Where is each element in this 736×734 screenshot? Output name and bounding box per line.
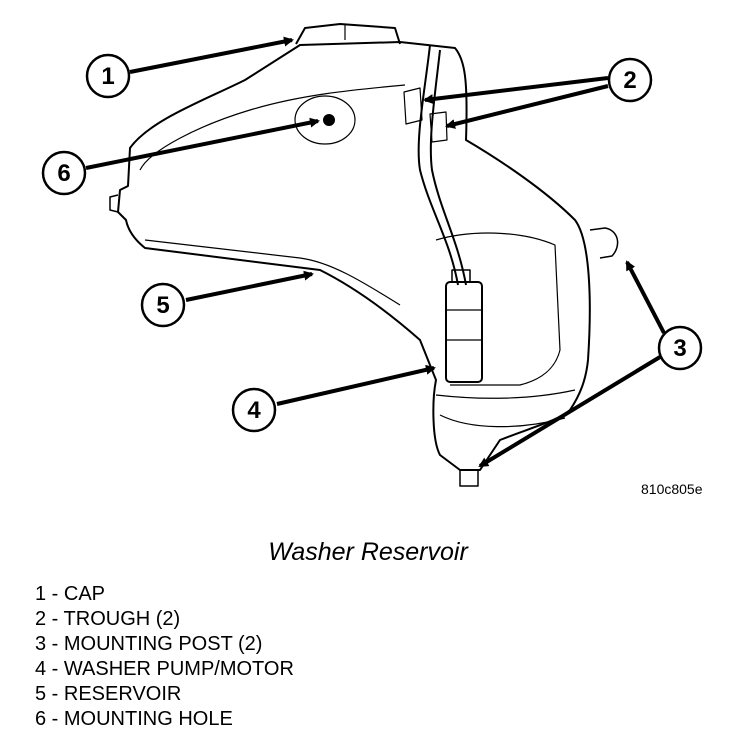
callout-1: 1 bbox=[85, 53, 131, 99]
callout-3: 3 bbox=[657, 325, 703, 371]
legend-item-mounting-hole: 6 - MOUNTING HOLE bbox=[35, 708, 233, 730]
diagram-caption: Washer Reservoir bbox=[268, 538, 468, 566]
callout-2-label: 2 bbox=[623, 67, 636, 94]
leader-line-3b bbox=[478, 355, 662, 468]
leader-line-3a bbox=[625, 260, 666, 334]
callout-4: 4 bbox=[231, 387, 277, 433]
legend-list: 1 - CAP 2 - TROUGH (2) 3 - MOUNTING POST… bbox=[35, 582, 294, 732]
leader-line-1 bbox=[129, 36, 294, 74]
callout-3-label: 3 bbox=[673, 335, 686, 362]
leader-line-5 bbox=[185, 270, 314, 302]
washer-reservoir-diagram: 1 2 3 4 5 6 bbox=[41, 23, 703, 487]
leader-line-6 bbox=[85, 117, 320, 170]
callout-2: 2 bbox=[607, 57, 653, 103]
leader-line-4 bbox=[276, 364, 436, 406]
leader-line-2a bbox=[423, 76, 609, 105]
leader-lines bbox=[85, 36, 666, 468]
callout-6: 6 bbox=[41, 150, 87, 196]
legend-item-cap: 1 - CAP bbox=[35, 583, 106, 605]
callout-5-label: 5 bbox=[156, 292, 169, 319]
callout-5: 5 bbox=[140, 282, 186, 328]
callout-1-label: 1 bbox=[101, 63, 114, 90]
legend-item-mounting-post: 3 - MOUNTING POST (2) bbox=[35, 633, 263, 655]
figure-code: 810c805e bbox=[641, 481, 703, 497]
callout-6-label: 6 bbox=[57, 160, 70, 187]
legend-item-trough: 2 - TROUGH (2) bbox=[35, 608, 181, 630]
leader-line-2b bbox=[445, 84, 609, 129]
callout-4-label: 4 bbox=[247, 397, 261, 424]
legend-item-washer-pump-motor: 4 - WASHER PUMP/MOTOR bbox=[35, 658, 294, 680]
reservoir-body bbox=[109, 23, 619, 487]
legend-item-reservoir: 5 - RESERVOIR bbox=[35, 683, 182, 705]
